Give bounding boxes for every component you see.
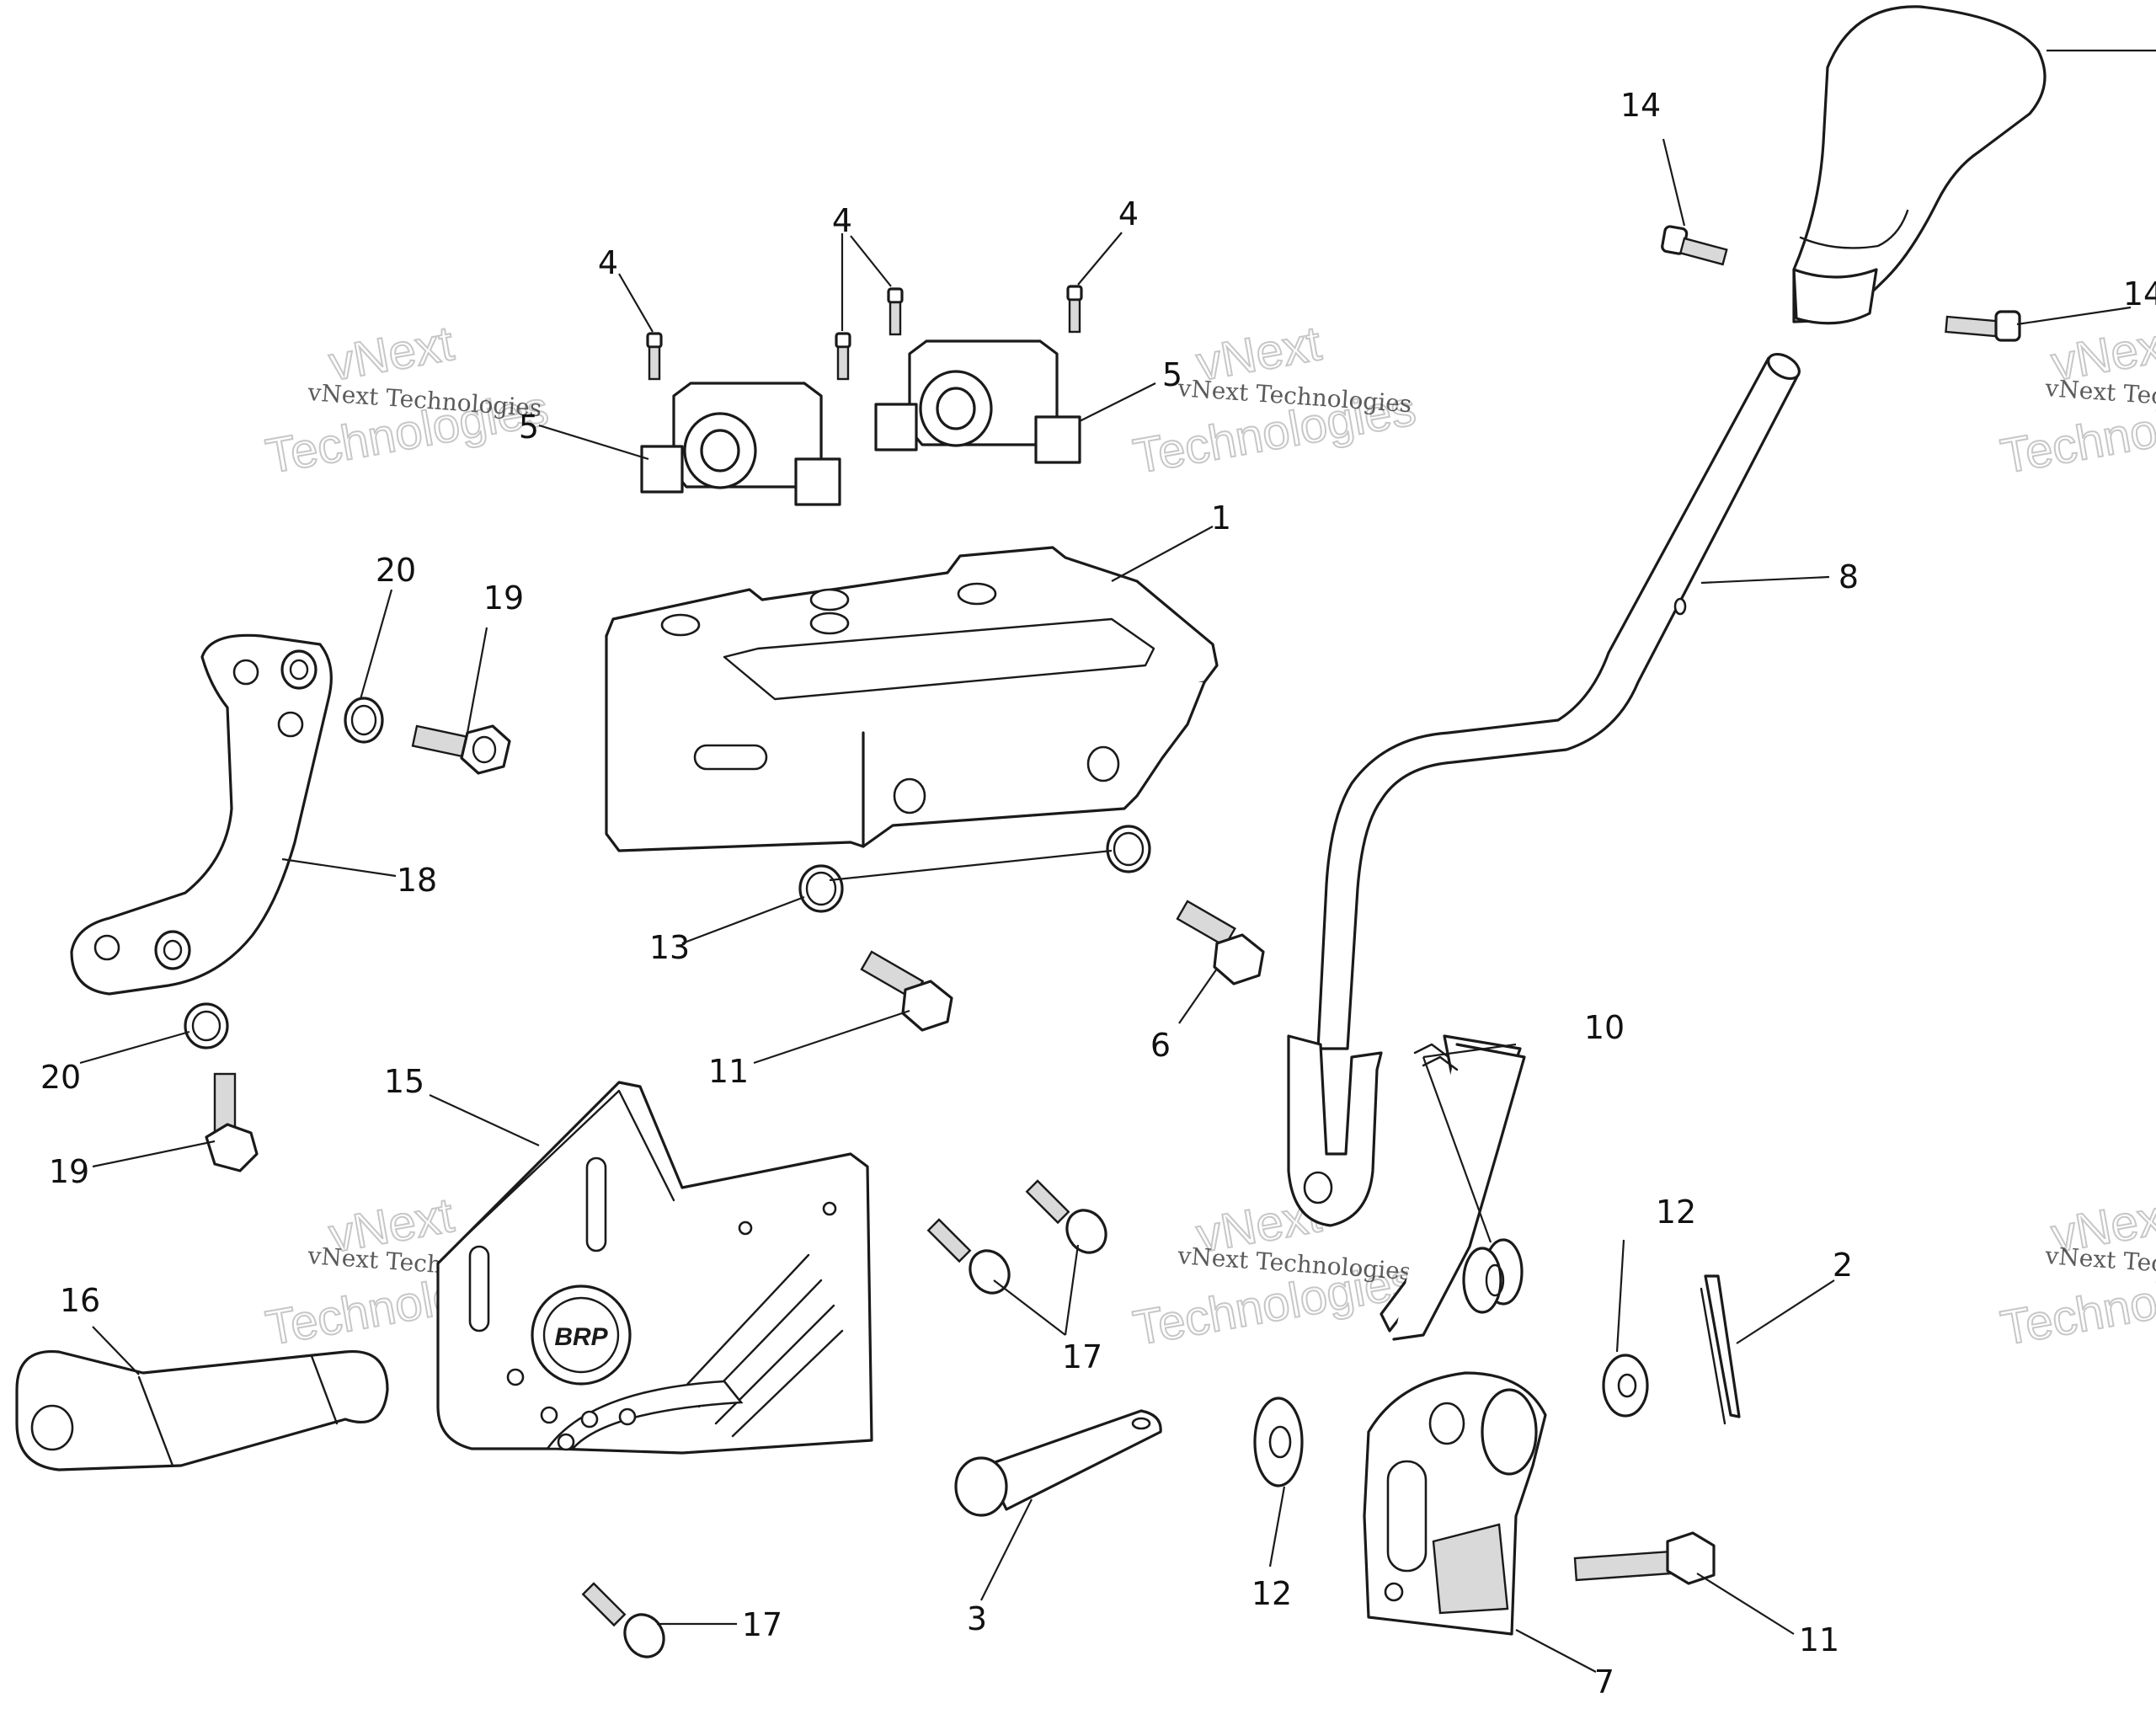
part-4-screw-right [1066,285,1083,334]
part-7-pivot-block [1363,1371,1547,1636]
part-19-bolt-bottom [205,1072,259,1172]
part-11-bolt-upper [860,950,953,1032]
watermark-group-top-center: vNext Technologies vNext Technologies [1129,315,1421,485]
callout-1: 1 [1211,499,1231,537]
part-20-washer-bottom [184,1002,229,1049]
part-19-bolt-top [411,724,511,775]
part-8-lever-rod [1287,352,1801,1227]
callout-7: 7 [1594,1664,1614,1701]
leader-lines [79,138,2132,1673]
part-13-ring-left [798,864,844,913]
watermark-group-top-left: vNext Technologies vNext Technologies [261,315,553,485]
callout-19: 19 [483,579,524,617]
part-14-screw-right [1945,310,2021,342]
callout-4: 4 [598,244,618,281]
callout-4: 4 [832,202,852,239]
callout-6: 6 [1150,1027,1171,1064]
watermark-group-bottom-right: vNext Technologies vNext Technologies [1996,1187,2156,1357]
brp-logo: BRP [531,1284,632,1386]
part-14-screw-top [1661,225,1728,266]
callout-10: 10 [1584,1009,1625,1046]
part-1-main-bracket [605,546,1219,852]
part-12-washer-right [1602,1354,1649,1418]
part-11-bolt-lower [1573,1531,1716,1585]
callout-19: 19 [49,1153,89,1190]
part-17-screw-right [1025,1179,1107,1254]
part-6-bolt [1176,900,1265,985]
callout-13: 13 [649,929,690,966]
callout-14: 14 [2123,275,2156,312]
callout-17: 17 [742,1606,782,1643]
callouts: 4 4 4 5 5 1 20 19 18 13 11 6 20 19 15 16… [40,87,2156,1701]
callout-17: 17 [1062,1338,1102,1375]
callout-8: 8 [1838,558,1859,595]
callout-20: 20 [40,1059,81,1096]
part-10-spring-bracket [1380,1034,1526,1341]
part-17-screw-left [926,1218,1011,1295]
callout-11: 11 [708,1053,749,1090]
part-3-pin [954,1409,1162,1517]
callout-2: 2 [1833,1247,1853,1284]
callout-14: 14 [1620,87,1661,124]
part-12-washer-left [1253,1397,1304,1487]
part-4-screw-mid-right [887,287,904,336]
part-13-ring-right [1106,825,1151,873]
part-2-cotter-pin [1700,1274,1741,1425]
part-4-screw-mid-left [835,332,851,381]
part-20-washer-top [344,697,384,744]
callout-12: 12 [1656,1194,1696,1231]
part-5-clamp-left [640,382,841,506]
part-18-plate [70,633,333,996]
part-14-grip [1792,5,2156,325]
callout-3: 3 [967,1600,987,1637]
part-4-screw-left [646,332,663,381]
part-15-plate: BRP [436,1081,873,1455]
watermark-group-top-right: vNext Technologies vNext Technologies [1996,315,2156,485]
callout-4: 4 [1118,195,1139,232]
callout-20: 20 [376,552,416,589]
brp-logo-text: BRP [554,1323,608,1351]
part-5-clamp-right [874,339,1081,464]
watermark-group-bottom-center: vNext Technologies vNext Technologies [1129,1187,1421,1357]
callout-5: 5 [1162,356,1182,393]
callout-16: 16 [60,1282,100,1319]
part-17-screw-bottom [581,1582,665,1658]
callout-15: 15 [384,1063,424,1100]
callout-12: 12 [1251,1575,1292,1612]
callout-18: 18 [397,862,437,899]
part-16-arm [15,1349,389,1471]
callout-11: 11 [1799,1621,1839,1658]
callout-5: 5 [519,409,539,446]
